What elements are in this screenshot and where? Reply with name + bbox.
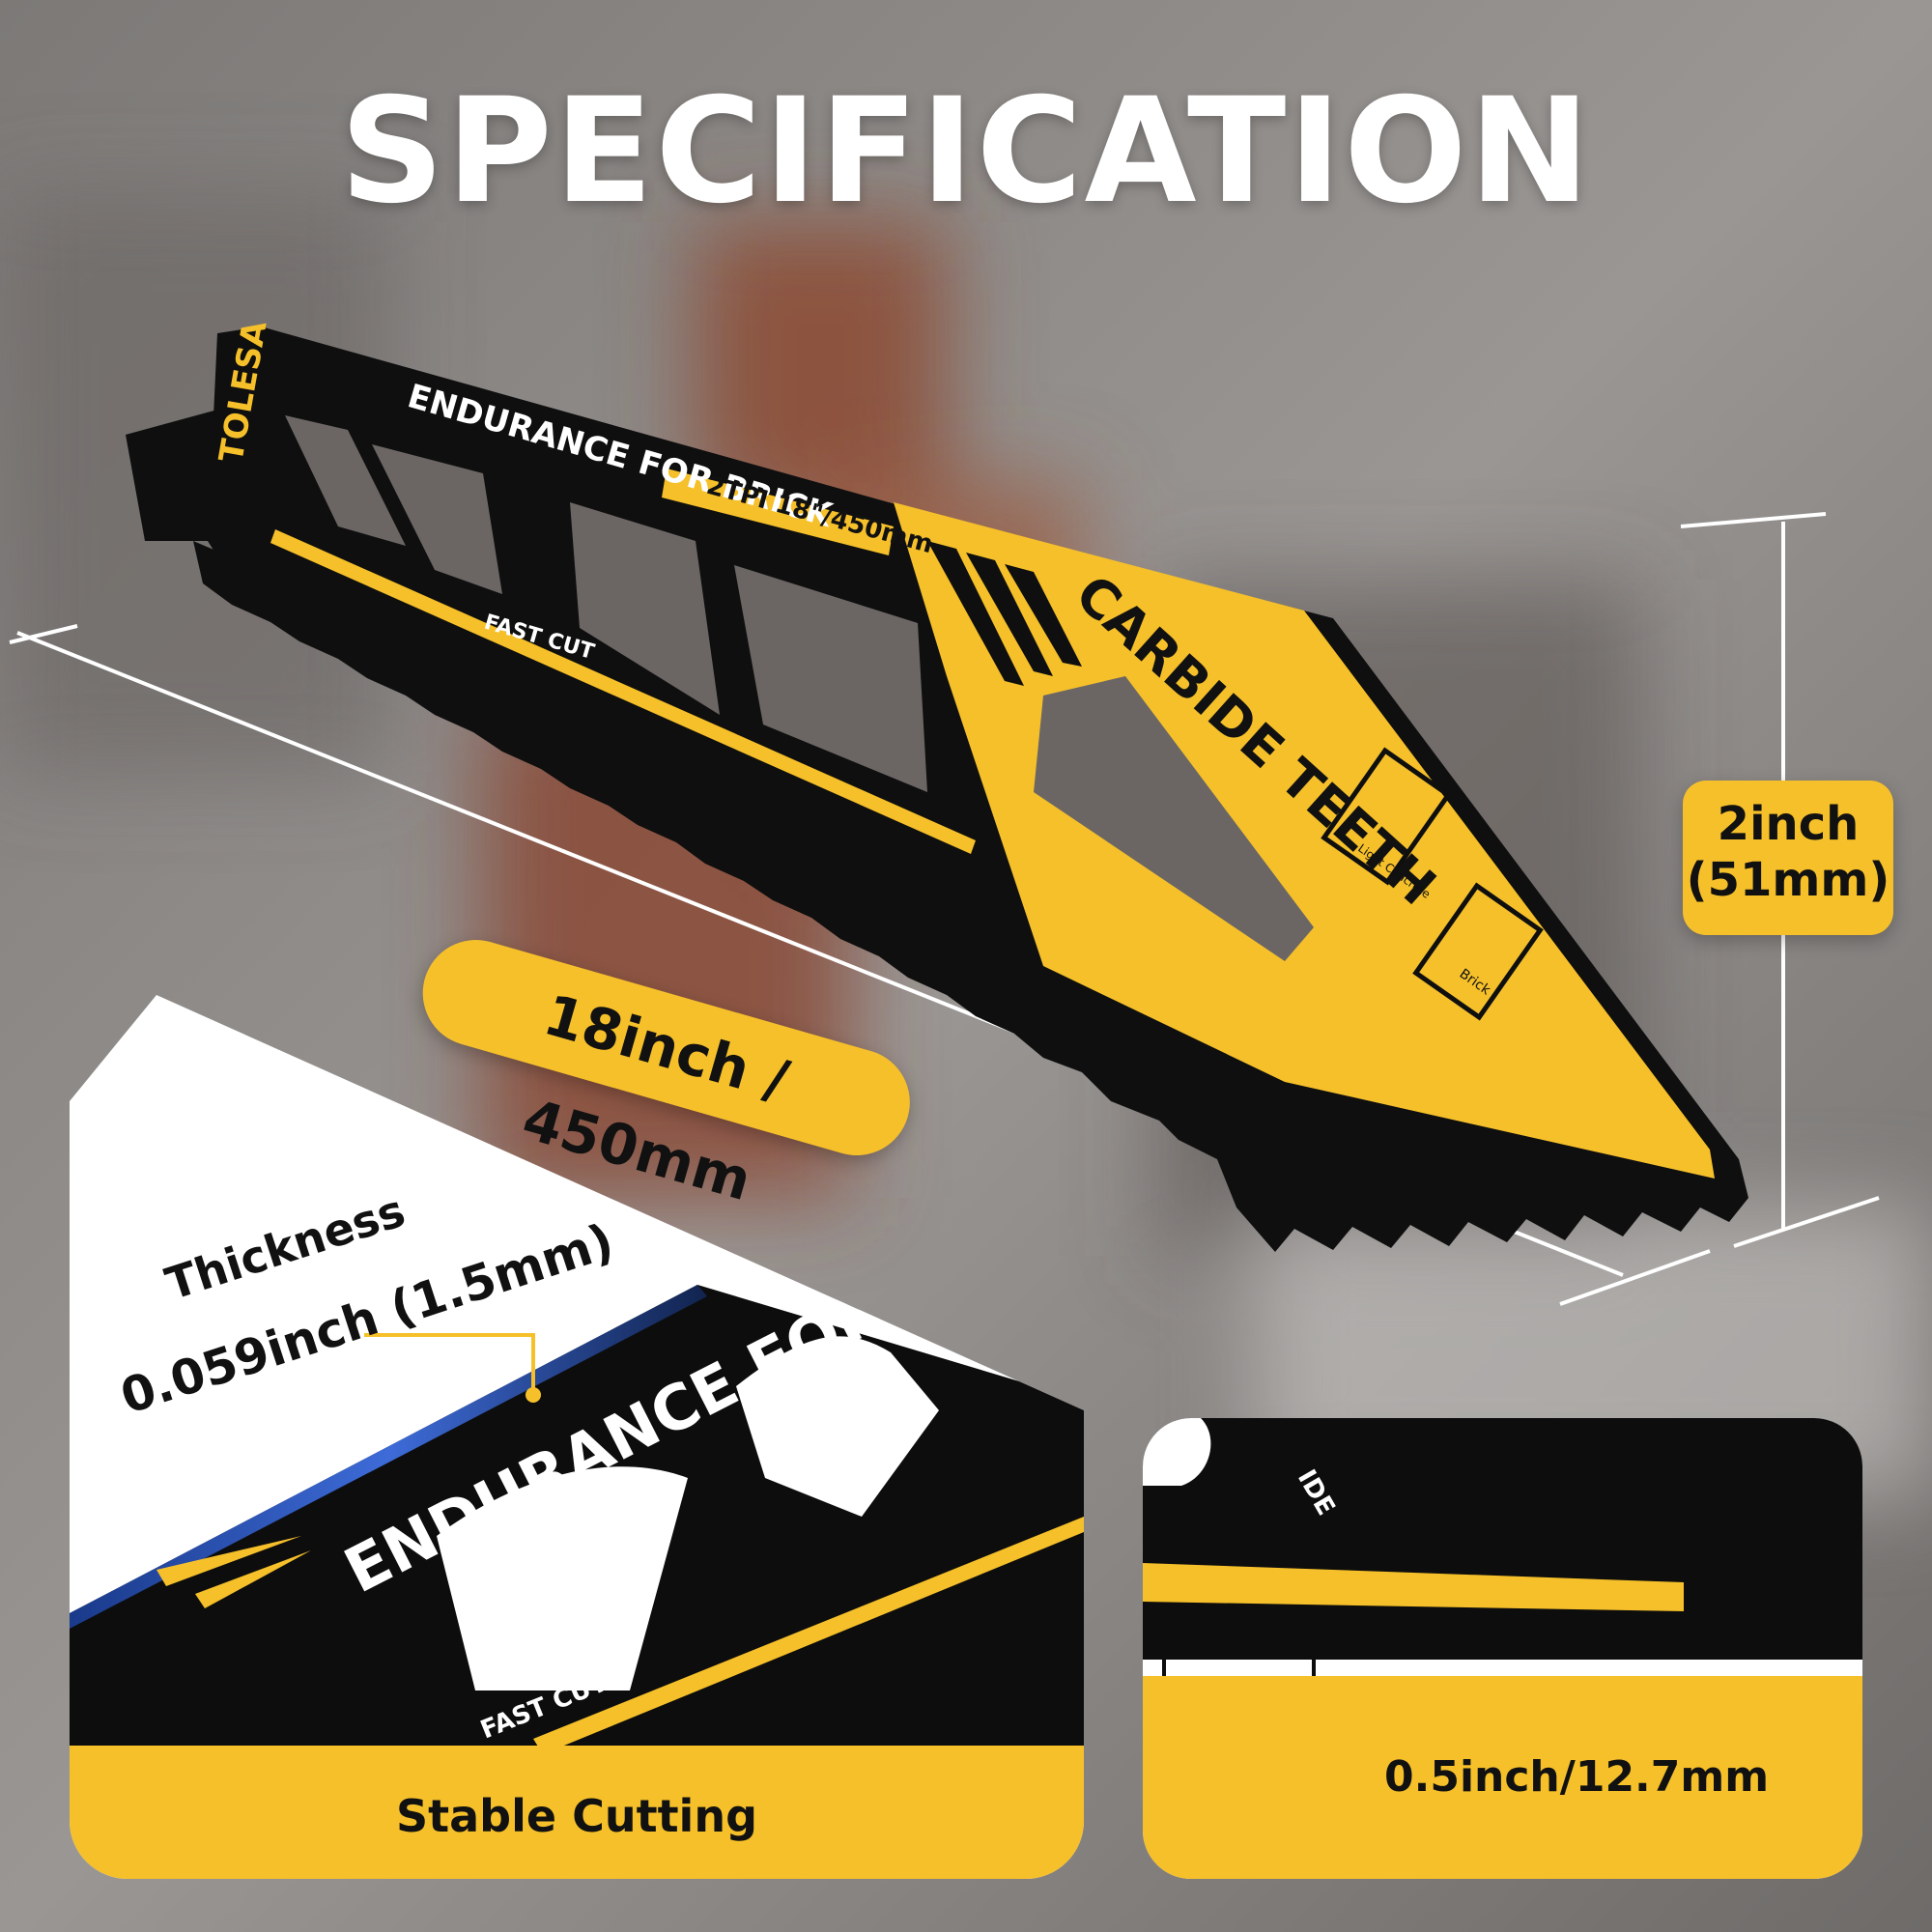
blade-yellow-section [894,502,1715,1179]
blade-cutout [570,502,720,715]
left-card-footer: Stable Cutting [70,1746,1084,1879]
blade-cutout [734,565,927,792]
stable-cutting-label: Stable Cutting [396,1790,757,1842]
blade-yellow-stripe [270,529,976,854]
saw-blade [126,327,1748,1252]
tooth-pitch-closeup: IDE [1143,1418,1862,1833]
height-label-line1: 2inch [1717,797,1860,851]
tooth-pitch-label: 0.5inch/12.7mm [1384,1752,1770,1802]
tooth-pitch-card: IDE 0.5inch/12.7mm [1143,1418,1862,1879]
thickness-detail-card: ENDURANCE FOR BRICK FAST CUT Stable Cutt… [70,995,1084,1879]
right-card-footer: 0.5inch/12.7mm [1143,1676,1862,1879]
height-label: 2inch (51mm) [1683,781,1893,935]
blade-cutout [372,444,502,594]
blade-cutout-large [1034,676,1314,961]
height-label-line2: (51mm) [1686,853,1890,907]
blade-cutout [285,415,406,546]
page-title: SPECIFICATION [339,68,1593,236]
